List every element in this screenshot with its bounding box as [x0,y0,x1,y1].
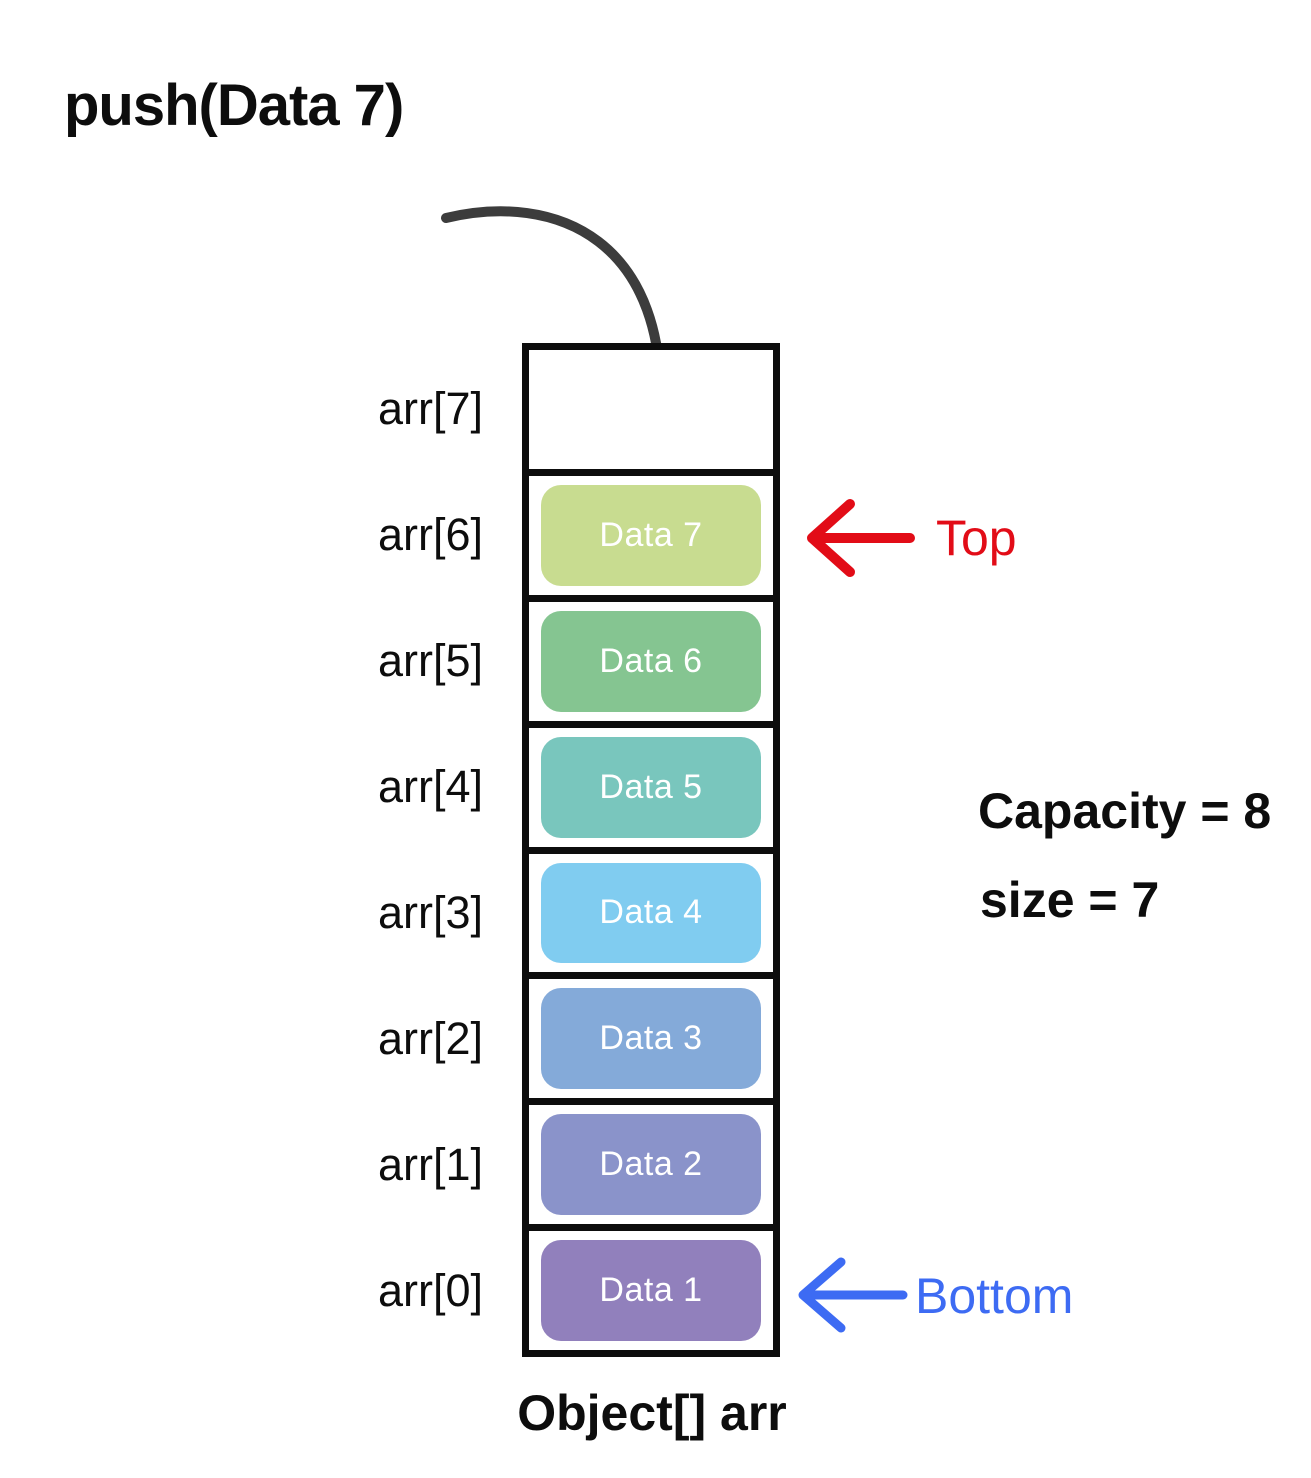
stack-item-label: Data 2 [599,1145,703,1184]
stack-item-label: Data 5 [599,767,703,806]
index-label-5: arr[5] [377,635,483,687]
stack-item-label: Data 3 [599,1019,703,1058]
array-cell-5: arr[5] Data 6 [378,602,773,728]
stack-item-label: Data 1 [599,1271,703,1310]
index-label-3: arr[3] [377,886,483,938]
size-text: size = 7 [980,872,1160,928]
array-cell-6: arr[6] Data 7 [378,476,773,602]
array-cell-7: arr[7] [378,350,773,476]
array-cell-0: arr[0] Data 1 [378,1231,773,1350]
capacity-text: Capacity = 8 [978,783,1272,839]
stack-item-label: Data 4 [599,893,703,932]
index-label-6: arr[6] [377,509,483,561]
stack-item-data6: Data 6 [541,610,761,712]
index-label-0: arr[0] [377,1264,483,1316]
array-cell-4: arr[4] Data 5 [378,728,773,854]
array-name-label: Object[] arr [517,1385,787,1441]
bottom-arrow-icon [798,1257,908,1333]
array-frame: arr[7] arr[6] Data 7 arr[5] Data 6 arr[4… [378,343,780,1357]
index-label-7: arr[7] [377,383,483,435]
array-cell-3: arr[3] Data 4 [378,854,773,980]
stack-item-data2: Data 2 [541,1114,761,1216]
stack-item-data4: Data 4 [541,862,761,964]
top-arrow-icon [807,499,915,577]
top-annotation-label: Top [936,510,1017,566]
page-title: push(Data 7) [64,73,404,138]
index-label-1: arr[1] [377,1138,483,1190]
stack-item-data1: Data 1 [541,1240,761,1341]
stack-item-data7: Data 7 [541,484,761,586]
index-label-2: arr[2] [377,1012,483,1064]
bottom-annotation-label: Bottom [915,1268,1074,1324]
stack-item-data5: Data 5 [541,736,761,838]
stack-item-data3: Data 3 [541,988,761,1090]
index-label-4: arr[4] [377,761,483,813]
stack-item-label: Data 6 [599,641,703,680]
array-cell-1: arr[1] Data 2 [378,1105,773,1232]
stack-item-label: Data 7 [599,515,703,554]
array-cell-2: arr[2] Data 3 [378,979,773,1106]
